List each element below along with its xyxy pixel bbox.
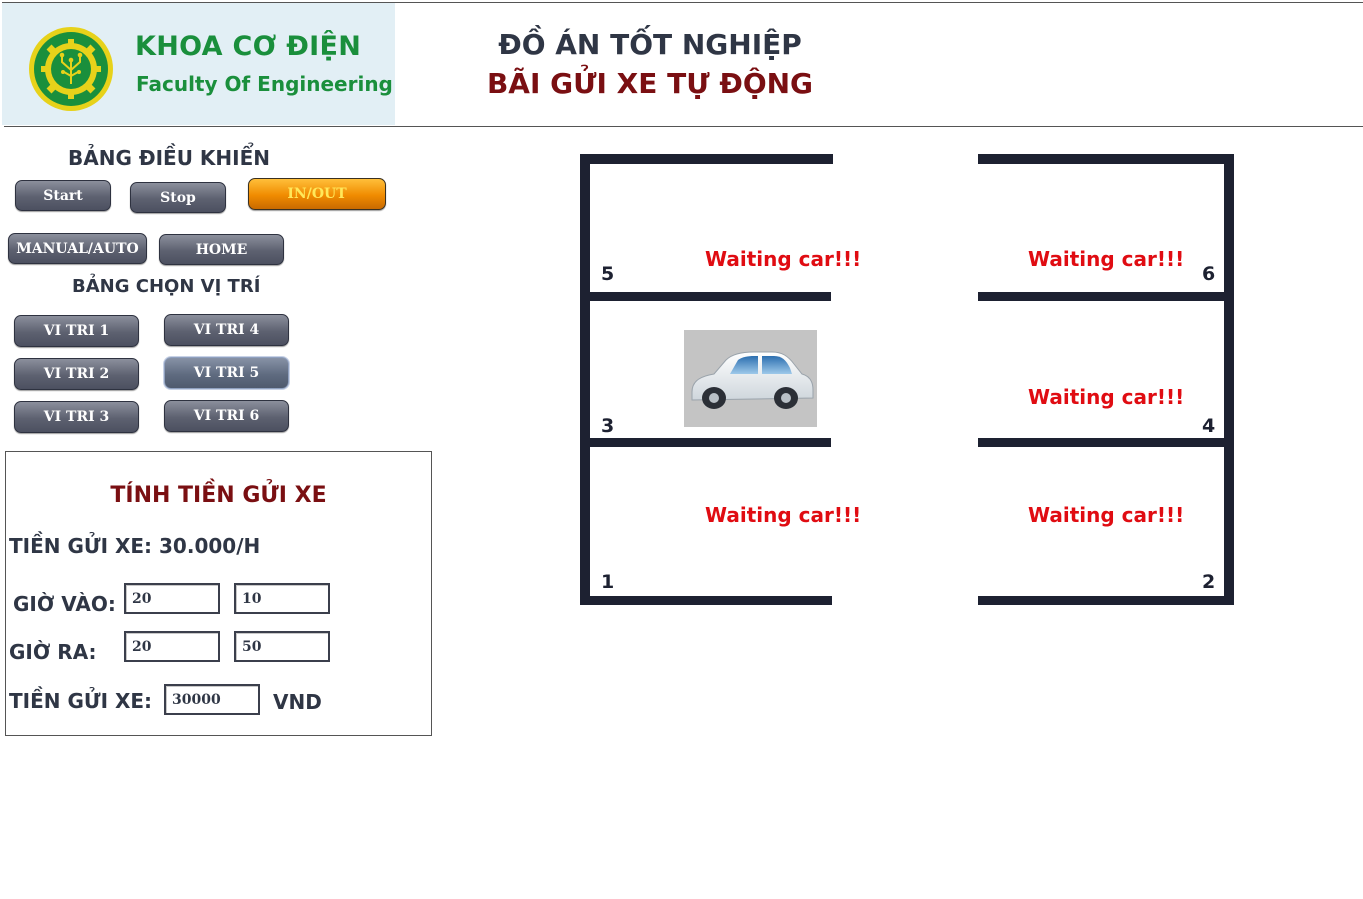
parking-wall-bottom-right [978,596,1234,605]
car-slot-3 [684,330,817,427]
time-in-hour-field[interactable]: 20 [124,583,220,614]
parking-wall-top-left [580,154,833,164]
slot-6-status: Waiting car!!! [1028,247,1185,271]
parking-wall-left [580,154,590,605]
parking-wall-right [1224,154,1234,605]
currency-label: VND [273,690,322,714]
faculty-name: Faculty Of Engineering [136,72,393,96]
parking-divider-left-1 [580,292,831,301]
in-out-button[interactable]: IN/OUT [248,178,386,210]
car-icon [691,351,814,409]
parking-divider-right-2 [978,438,1234,447]
slot-5-status: Waiting car!!! [705,247,862,271]
position-3-button[interactable]: VI TRI 3 [14,401,139,433]
university-seal-icon [29,27,113,111]
time-out-label: GIỜ RA: [9,640,97,664]
position-panel-label: BẢNG CHỌN VỊ TRÍ [72,276,261,297]
rate-label: TIỀN GỬI XE: 30.000/H [9,534,261,558]
fee-label: TIỀN GỬI XE: [9,689,153,713]
slot-3-number: 3 [601,415,615,437]
slot-4-number: 4 [1202,415,1216,437]
parking-wall-bottom-left [580,596,832,605]
fee-panel-title: TÍNH TIỀN GỬI XE [110,483,327,508]
control-panel-label: BẢNG ĐIỀU KHIỂN [68,146,270,170]
manual-auto-button[interactable]: MANUAL/AUTO [8,233,147,264]
header-top-line [2,2,1363,3]
position-4-button[interactable]: VI TRI 4 [164,314,289,346]
page-title: ĐỒ ÁN TỐT NGHIỆP [498,28,802,61]
slot-1-number: 1 [601,571,615,593]
position-6-button[interactable]: VI TRI 6 [164,400,289,432]
page-subtitle: BÃI GỬI XE TỰ ĐỘNG [486,67,814,100]
slot-6-number: 6 [1202,263,1216,285]
header-bottom-line [4,126,1363,127]
position-2-button[interactable]: VI TRI 2 [14,358,139,390]
time-out-minute-field[interactable]: 50 [234,631,330,662]
time-in-label: GIỜ VÀO: [13,592,116,616]
slot-5-number: 5 [601,263,615,285]
slot-1-status: Waiting car!!! [705,503,862,527]
start-button[interactable]: Start [15,180,111,211]
time-out-hour-field[interactable]: 20 [124,631,220,662]
slot-2-status: Waiting car!!! [1028,503,1185,527]
parking-wall-top-right [978,154,1234,164]
slot-2-number: 2 [1202,571,1216,593]
home-button[interactable]: HOME [159,234,284,265]
logo-block: KHOA CƠ ĐIỆN Faculty Of Engineering [2,3,395,125]
fee-value-field[interactable]: 30000 [164,684,260,715]
parking-divider-right-1 [978,292,1234,301]
department-name: KHOA CƠ ĐIỆN [135,31,362,62]
parking-divider-left-2 [580,438,831,447]
position-1-button[interactable]: VI TRI 1 [14,315,139,347]
stop-button[interactable]: Stop [130,182,226,213]
slot-4-status: Waiting car!!! [1028,385,1185,409]
position-5-button[interactable]: VI TRI 5 [164,357,289,389]
time-in-minute-field[interactable]: 10 [234,583,330,614]
